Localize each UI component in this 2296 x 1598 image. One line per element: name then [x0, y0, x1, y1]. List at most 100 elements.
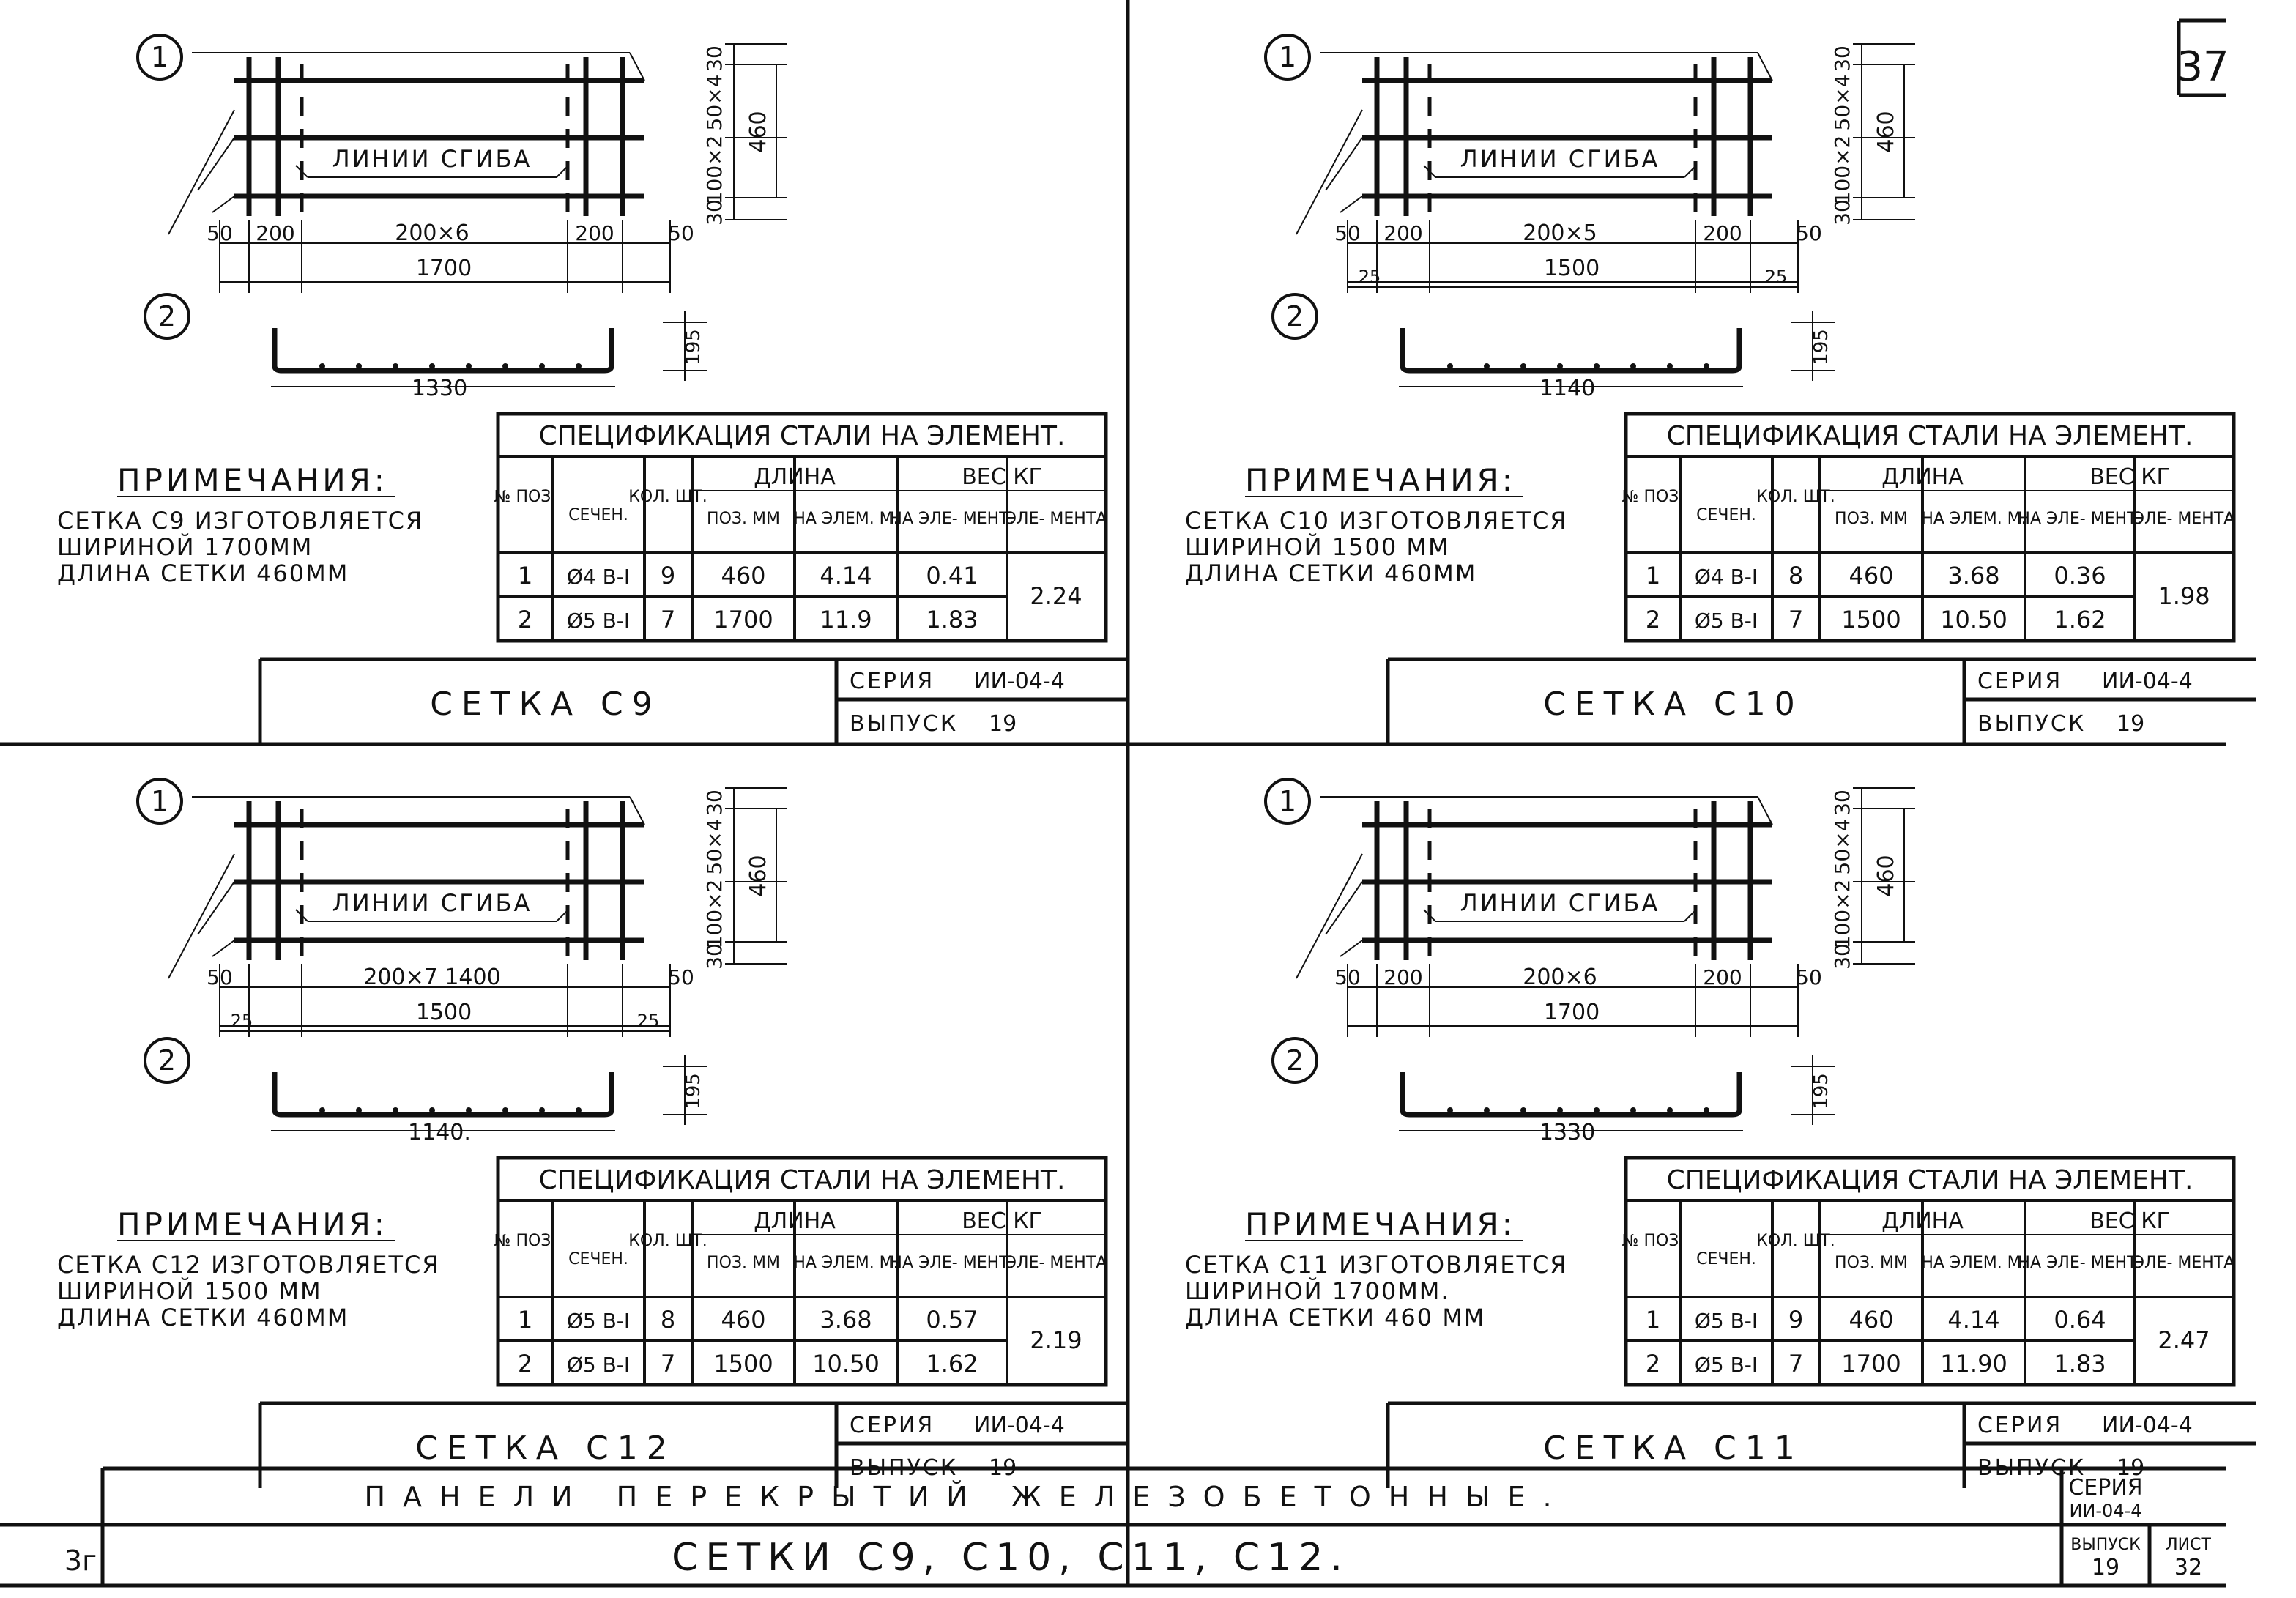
dimension-text: 1700	[416, 256, 472, 281]
position-2-marker-number: 2	[158, 1044, 176, 1077]
cell-w-elem: 0.57	[926, 1306, 978, 1334]
tb-issue-label: ВЫПУСК	[2070, 1536, 2141, 1554]
position-1-marker	[136, 778, 183, 825]
dimension-text: 100×2	[1830, 880, 1854, 949]
cross-bar-dot	[539, 363, 545, 369]
header-pos: № ПОЗ.	[1622, 488, 1684, 506]
spec-title: СПЕЦИФИКАЦИЯ СТАЛИ НА ЭЛЕМЕНТ.	[539, 1165, 1066, 1195]
position-2-marker	[144, 293, 190, 340]
leader	[1340, 940, 1363, 957]
series-label: СЕРИЯ	[850, 669, 935, 694]
header-weight: ВЕС КГ	[2089, 464, 2170, 490]
left-mark: 3г	[64, 1545, 97, 1577]
tb-series-label: СЕРИЯ	[2068, 1475, 2142, 1501]
cross-bar-dot	[429, 363, 435, 369]
leader	[197, 881, 235, 935]
cross-bar-dot	[1704, 363, 1709, 369]
dimension-text: 1500	[416, 1000, 472, 1025]
dimension-text: 50	[668, 221, 694, 245]
header-len-elem: НА ЭЛЕМ. М.	[1921, 510, 2026, 528]
cell-len-elem: 4.14	[820, 562, 872, 590]
title-row-1: ПАНЕЛИ ПЕРЕКРЫТИЙ ЖЕЛЕЗОБЕТОННЫЕ.	[364, 1481, 1569, 1513]
header-w-total: ЭЛЕ- МЕНТА	[1006, 510, 1107, 528]
issue-label: ВЫПУСК	[850, 711, 958, 737]
dimension-text: 50	[207, 221, 233, 245]
cross-bar-dot	[393, 363, 398, 369]
notes-title: ПРИМЕЧАНИЯ:	[117, 1206, 388, 1242]
bend-line-label: ЛИНИИ СГИБА	[1460, 889, 1660, 917]
dimension-text: 1330	[412, 376, 467, 401]
dimension-text: 30	[702, 45, 727, 72]
leader	[1757, 52, 1773, 81]
dimension-text: 195	[1810, 329, 1832, 365]
note-line: СЕТКА С9 ИЗГОТОВЛЯЕТСЯ	[57, 507, 423, 535]
leader	[212, 196, 235, 213]
cell-qty: 8	[1788, 562, 1803, 590]
cell-section: Ø5 B-I	[1695, 1309, 1758, 1333]
dimension-text: 50×4	[702, 819, 727, 875]
header-w-total: ЭЛЕ- МЕНТА	[1006, 1254, 1107, 1272]
spec-title: СПЕЦИФИКАЦИЯ СТАЛИ НА ЭЛЕМЕНТ.	[1667, 1165, 2193, 1195]
dimension-text: 195	[683, 329, 705, 365]
cross-bar-dot	[1594, 363, 1600, 369]
leader	[629, 52, 645, 81]
dimension-text: 50	[207, 965, 233, 989]
bent-bar	[1400, 328, 1742, 374]
position-2-marker	[1271, 1037, 1318, 1084]
cross-bar-dot	[1704, 1107, 1709, 1113]
mesh-title: СЕТКА С11	[1543, 1430, 1803, 1467]
cell-total: 1.98	[2158, 582, 2210, 610]
dimension-text: 25	[1765, 267, 1788, 287]
cell-pos: 2	[1646, 606, 1660, 633]
dimension-text: 25	[231, 1011, 253, 1031]
leader	[1340, 196, 1363, 213]
dimension-text: 200	[1383, 221, 1422, 245]
dimension-text: 1330	[1539, 1120, 1595, 1145]
header-len-elem: НА ЭЛЕМ. М.	[793, 1254, 898, 1272]
position-1-marker-number: 1	[151, 41, 168, 73]
dimension-text: 30	[1830, 199, 1854, 226]
bent-bar	[272, 1072, 614, 1118]
cross-bar-dot	[1484, 363, 1490, 369]
cell-len-elem: 3.68	[1947, 562, 1999, 590]
notes-title: ПРИМЕЧАНИЯ:	[1245, 462, 1516, 498]
bend-label-leader	[1423, 165, 1436, 178]
note-line: ШИРИНОЙ 1700ММ.	[1185, 1277, 1450, 1305]
dimension-text: 50	[1334, 221, 1361, 245]
header-w-elem: НА ЭЛЕ- МЕНТ.	[890, 510, 1014, 528]
issue-value: 19	[989, 711, 1017, 737]
tb-series-value: ИИ-04-4	[2069, 1501, 2141, 1521]
header-qty: КОЛ. ШТ.	[628, 1232, 707, 1250]
cell-w-elem: 1.62	[2054, 606, 2106, 633]
dimension-text: 30	[702, 199, 727, 226]
header-w-elem: НА ЭЛЕ- МЕНТ.	[2018, 510, 2141, 528]
mesh-title: СЕТКА С9	[430, 685, 661, 723]
position-1-marker-number: 1	[1279, 41, 1296, 73]
cell-section: Ø4 B-I	[567, 565, 630, 589]
dimension-text: 1140.	[408, 1120, 471, 1145]
cross-bar-dot	[576, 1107, 582, 1113]
header-w-elem: НА ЭЛЕ- МЕНТ.	[890, 1254, 1014, 1272]
cross-bar-dot	[1557, 363, 1563, 369]
cell-section: Ø5 B-I	[567, 609, 630, 633]
cell-pos: 1	[518, 1306, 532, 1334]
cross-bar-dot	[1594, 1107, 1600, 1113]
note-line: СЕТКА С12 ИЗГОТОВЛЯЕТСЯ	[57, 1251, 440, 1279]
header-len-pos: ПОЗ. ММ	[1835, 510, 1908, 528]
series-label: СЕРИЯ	[1977, 669, 2062, 694]
leader	[1296, 109, 1363, 235]
position-1-marker	[1264, 34, 1311, 81]
bend-label-leader	[1684, 165, 1697, 178]
spec-title: СПЕЦИФИКАЦИЯ СТАЛИ НА ЭЛЕМЕНТ.	[1667, 421, 2193, 451]
dimension-text: 200	[1703, 965, 1742, 989]
position-2-marker-number: 2	[1286, 1044, 1304, 1077]
series-label: СЕРИЯ	[850, 1413, 935, 1438]
leader	[168, 853, 235, 979]
dimension-text: 25	[1359, 267, 1381, 287]
cell-qty: 8	[661, 1306, 675, 1334]
cross-bar-dot	[356, 363, 362, 369]
cell-total: 2.24	[1030, 582, 1082, 610]
dimension-text: 50	[668, 965, 694, 989]
cell-len-elem: 4.14	[1947, 1306, 1999, 1334]
header-length: ДЛИНА	[1881, 1208, 1964, 1234]
